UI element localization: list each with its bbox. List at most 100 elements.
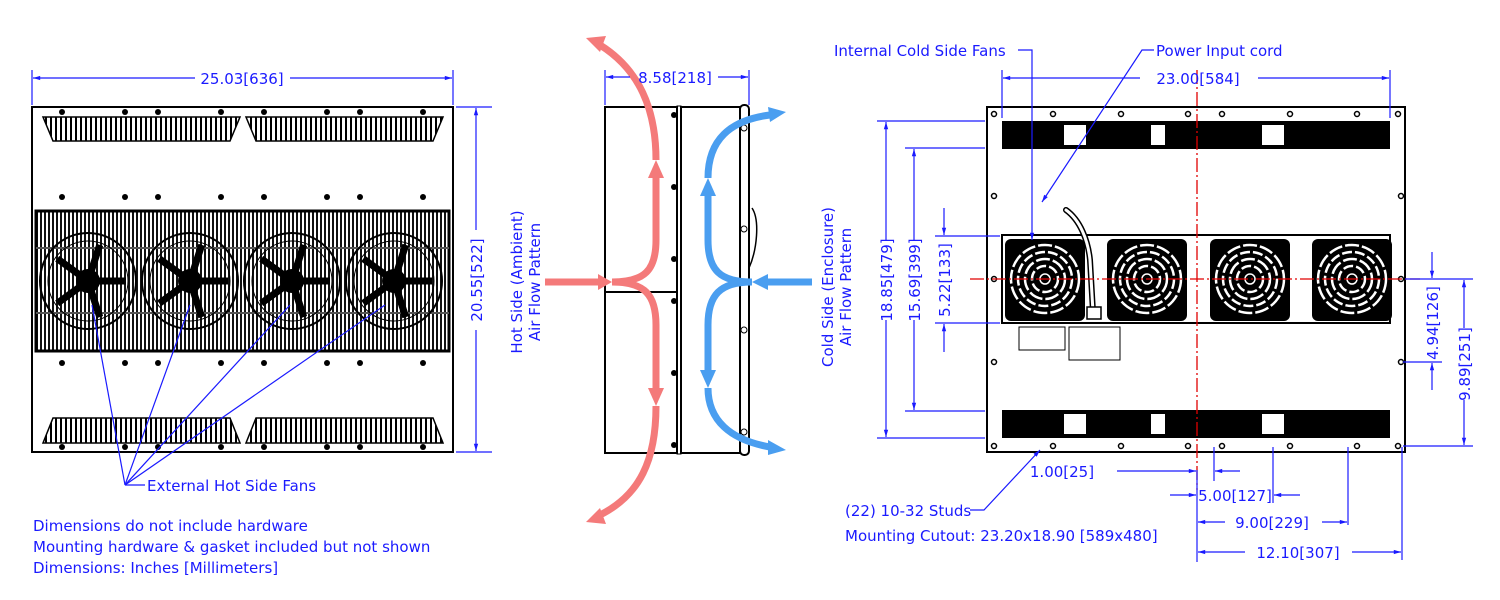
rear-fan [1210, 239, 1290, 321]
rear-bottom-vent [1002, 410, 1390, 438]
mounting-hole [59, 444, 65, 450]
front-bottom-vent-right [244, 417, 445, 444]
rear-view: Internal Cold Side Fans Power Input cord… [834, 42, 1474, 562]
stud [1397, 358, 1405, 366]
vent-window [1262, 414, 1284, 434]
side-view: 8.58[218] Hot Side (Ambient) Air Flow Pa… [508, 36, 855, 524]
dim-1-00: 1.00[25] [1030, 463, 1094, 481]
dim-12-10: 12.10[307] [1256, 544, 1339, 562]
vent-window [1064, 125, 1086, 145]
mounting-hole [122, 444, 128, 450]
stud [1184, 110, 1192, 118]
mounting-hole [59, 109, 65, 115]
dim-5-00: 5.00[127] [1198, 487, 1272, 505]
hot-side-sublabel: Air Flow Pattern [526, 223, 544, 341]
dim-5-22: 5.22[133] [936, 243, 954, 317]
front-housing-outline [31, 106, 454, 453]
dim-9-89: 9.89[251] [1456, 327, 1474, 401]
mounting-hole [420, 444, 426, 450]
mounting-hole [261, 194, 267, 200]
front-fan [39, 232, 137, 330]
stud [1286, 110, 1294, 118]
stud [1117, 442, 1125, 450]
mounting-hole [155, 194, 161, 200]
rear-fan [1312, 239, 1392, 321]
power-input-cord [1064, 208, 1095, 314]
rear-component-box-1 [1018, 326, 1066, 351]
hot-airflow-arrows [545, 36, 664, 524]
front-view: External Hot Side Fans 25.03[636] 20.55[… [31, 70, 492, 495]
mounting-hole [357, 194, 363, 200]
stud [1394, 442, 1402, 450]
cold-side-label: Cold Side (Enclosure) [819, 207, 837, 367]
mounting-hole [261, 444, 267, 450]
mounting-hole [420, 360, 426, 366]
general-notes: Dimensions do not include hardware Mount… [33, 517, 430, 577]
dim-4-94: 4.94[126] [1424, 286, 1442, 360]
rear-top-vent [1002, 121, 1390, 149]
stud [1218, 442, 1226, 450]
stud [1218, 110, 1226, 118]
mounting-hole [122, 109, 128, 115]
vent-window [1151, 414, 1165, 434]
mounting-hole [155, 109, 161, 115]
mounting-hole [218, 109, 224, 115]
rear-fan [1005, 239, 1085, 321]
mounting-hole [59, 360, 65, 366]
stud [1394, 110, 1402, 118]
note-line-3: Dimensions: Inches [Millimeters] [33, 559, 278, 577]
mounting-hole [420, 194, 426, 200]
front-top-vent-right [244, 116, 445, 142]
mounting-hole [122, 360, 128, 366]
stud [990, 442, 998, 450]
mounting-hole [324, 194, 330, 200]
front-width-dimension: 25.03[636] [200, 70, 283, 88]
mounting-hole [59, 194, 65, 200]
stud [1397, 192, 1405, 200]
side-power-cord [748, 207, 758, 269]
vent-window [1064, 414, 1086, 434]
mounting-hole [357, 109, 363, 115]
mounting-hole [218, 360, 224, 366]
studs-callout-label: (22) 10-32 Studs [845, 502, 971, 520]
rear-fan [1107, 239, 1187, 321]
stud [1353, 110, 1361, 118]
hot-side-label: Hot Side (Ambient) [508, 210, 526, 353]
cold-side-sublabel: Air Flow Pattern [837, 228, 855, 346]
mounting-hole [155, 360, 161, 366]
front-height-dimension: 20.55[522] [468, 238, 486, 321]
vent-window [1262, 125, 1284, 145]
dim-15-69: 15.69[399] [906, 238, 924, 321]
vent-window [1151, 125, 1165, 145]
front-fan [243, 232, 341, 330]
mounting-hole [420, 109, 426, 115]
front-fan [345, 232, 443, 330]
mounting-hole [357, 360, 363, 366]
external-hot-side-fans-label: External Hot Side Fans [147, 477, 316, 495]
mounting-hole [324, 109, 330, 115]
mounting-hole [324, 444, 330, 450]
note-line-2: Mounting hardware & gasket included but … [33, 538, 430, 556]
dim-9-00: 9.00[229] [1235, 514, 1309, 532]
stud [1353, 442, 1361, 450]
stud [990, 110, 998, 118]
internal-cold-side-fans-label: Internal Cold Side Fans [834, 42, 1006, 60]
stud [1049, 110, 1057, 118]
mounting-hole [155, 444, 161, 450]
mounting-hole [324, 360, 330, 366]
mounting-cutout-note: Mounting Cutout: 23.20x18.90 [589x480] [845, 527, 1158, 545]
mounting-hole [357, 444, 363, 450]
stud [1286, 442, 1294, 450]
power-input-cord-label: Power Input cord [1156, 42, 1283, 60]
rear-component-box-2 [1068, 326, 1121, 361]
mounting-hole [261, 360, 267, 366]
side-depth-dimension: 8.58[218] [638, 69, 712, 87]
stud [1049, 442, 1057, 450]
stud [990, 358, 998, 366]
front-top-vent-left [41, 116, 242, 142]
cold-airflow-arrows [700, 107, 812, 455]
front-bottom-vent-left [41, 417, 242, 444]
dim-18-85: 18.85[479] [878, 238, 896, 321]
mounting-hole [261, 109, 267, 115]
